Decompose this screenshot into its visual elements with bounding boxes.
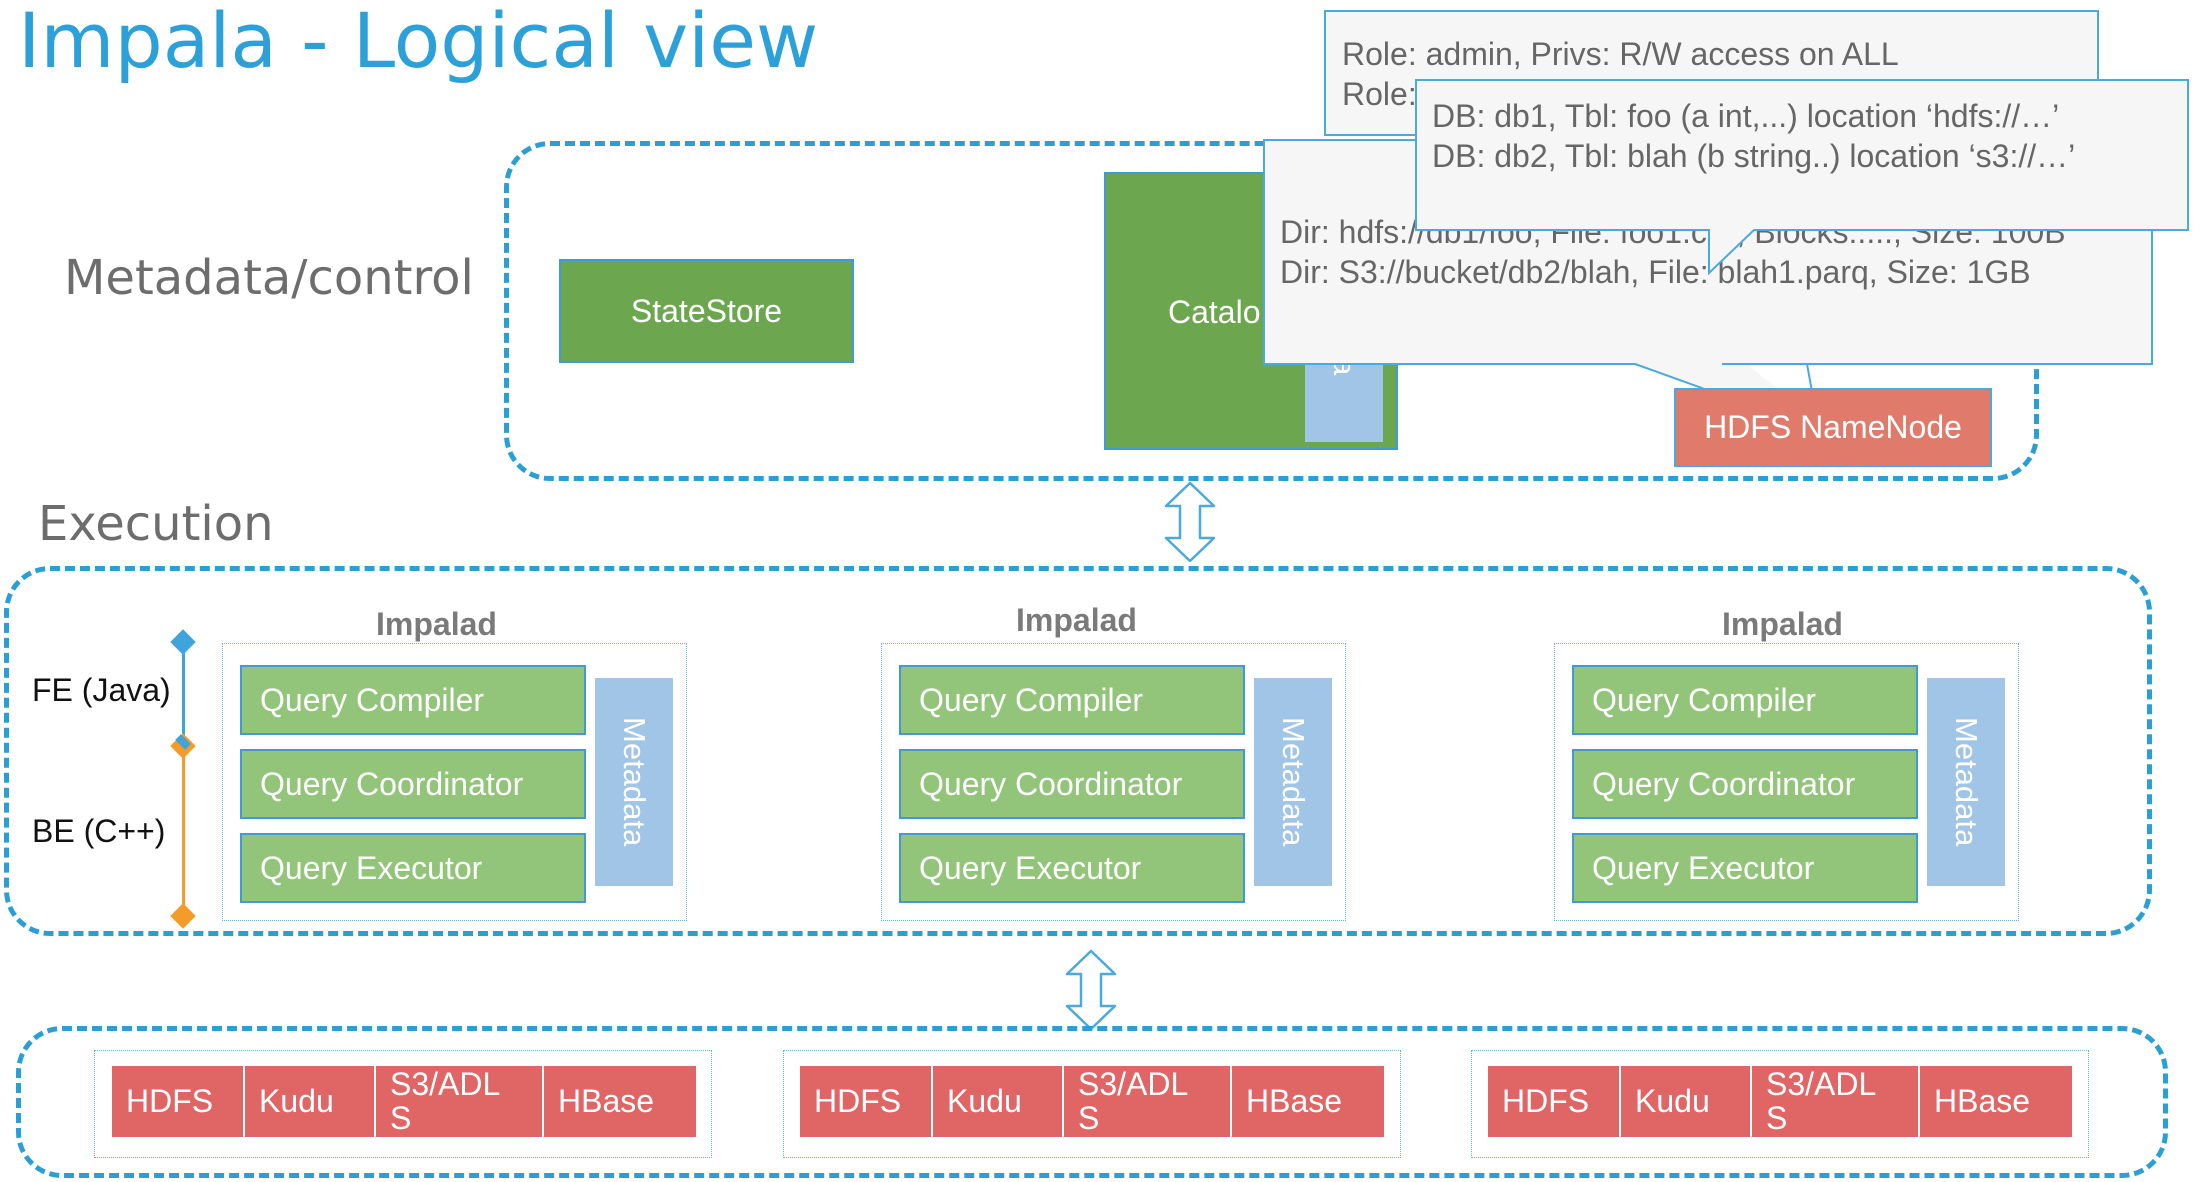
impalad-2-metadata-label: Metadata (1276, 717, 1311, 847)
storage-1-hdfs[interactable]: HDFS (112, 1066, 245, 1137)
impalad-2-query-coordinator-label: Query Coordinator (919, 765, 1183, 802)
hms-line-1: DB: db1, Tbl: foo (a int,...) location ‘… (1432, 98, 2060, 134)
impalad-1-query-coordinator-label: Query Coordinator (260, 765, 524, 802)
impalad-1-label: Impalad (376, 606, 497, 642)
hdfs-namenode-box[interactable]: HDFS NameNode (1674, 388, 1992, 467)
storage-3-hbase[interactable]: HBase (1920, 1066, 2072, 1137)
impalad-2-metadata: Metadata (1254, 678, 1332, 886)
storage-2-hdfs[interactable]: HDFS (800, 1066, 933, 1137)
storage-2-hdfs-label: HDFS (814, 1082, 902, 1119)
impalad-1-query-coordinator[interactable]: Query Coordinator (240, 749, 586, 819)
storage-2-kudu-label: Kudu (947, 1082, 1022, 1119)
sentry-line-2: Role: (1342, 76, 1417, 112)
storage-1-hbase[interactable]: HBase (544, 1066, 696, 1137)
storage-3-hdfs[interactable]: HDFS (1488, 1066, 1621, 1137)
statestore-box[interactable]: StateStore (559, 259, 854, 363)
impalad-1-query-executor-label: Query Executor (260, 849, 483, 886)
fe-java-label: FE (Java) (32, 672, 171, 708)
impalad-1-metadata: Metadata (595, 678, 673, 886)
impalad-1-query-executor[interactable]: Query Executor (240, 833, 586, 903)
impalad-3-query-executor-label: Query Executor (1592, 849, 1815, 886)
impalad-3-metadata: Metadata (1927, 678, 2005, 886)
storage-2-s3-adls-line-2: S (1078, 1099, 1100, 1136)
metadata-control-label: Metadata/control (64, 250, 474, 306)
storage-region (16, 1026, 2168, 1178)
impalad-3-query-compiler[interactable]: Query Compiler (1572, 665, 1918, 735)
impalad-3-query-executor[interactable]: Query Executor (1572, 833, 1918, 903)
impalad-2-query-compiler[interactable]: Query Compiler (899, 665, 1245, 735)
impalad-2-query-executor[interactable]: Query Executor (899, 833, 1245, 903)
be-cpp-label: BE (C++) (32, 813, 166, 849)
storage-1-s3-adls-line-1: S3/ADL (390, 1065, 501, 1102)
storage-1-kudu[interactable]: Kudu (245, 1066, 376, 1137)
storage-1-hdfs-label: HDFS (126, 1082, 214, 1119)
fe-indicator-line (182, 643, 185, 745)
storage-2-hbase[interactable]: HBase (1232, 1066, 1384, 1137)
impalad-2 (881, 643, 1346, 921)
be-indicator-line (182, 748, 185, 916)
impalad-1-metadata-label: Metadata (617, 717, 652, 847)
impalad-2-query-compiler-label: Query Compiler (919, 681, 1144, 718)
hdfs-namenode-label: HDFS NameNode (1704, 409, 1962, 445)
storage-group-1 (94, 1050, 712, 1158)
impalad-3-query-compiler-label: Query Compiler (1592, 681, 1817, 718)
page-title: Impala - Logical view (18, 0, 819, 85)
impalad-2-query-executor-label: Query Executor (919, 849, 1142, 886)
impalad-1-query-compiler-label: Query Compiler (260, 681, 485, 718)
storage-group-2 (783, 1050, 1401, 1158)
impalad-2-query-coordinator[interactable]: Query Coordinator (899, 749, 1245, 819)
statestore-label: StateStore (630, 292, 783, 329)
storage-1-s3-adls[interactable]: S3/ADL S (376, 1066, 544, 1137)
metadata-execution-arrow-icon (1164, 481, 1216, 563)
storage-1-s3-adls-line-2: S (390, 1099, 412, 1136)
impalad-3-metadata-label: Metadata (1949, 717, 1984, 847)
execution-region (4, 566, 2152, 936)
impalad-3-label: Impalad (1722, 606, 1843, 642)
storage-group-3 (1471, 1050, 2089, 1158)
storage-1-hbase-label: HBase (558, 1082, 655, 1119)
hms-callout (1415, 79, 2189, 276)
storage-3-hdfs-label: HDFS (1502, 1082, 1590, 1119)
execution-label: Execution (38, 496, 274, 552)
storage-3-s3-adls[interactable]: S3/ADL S (1752, 1066, 1920, 1137)
impalad-2-label: Impalad (1016, 602, 1137, 638)
hms-callout-text: DB: db1, Tbl: foo (a int,...) location ‘… (1416, 80, 2186, 230)
impalad-1-query-compiler[interactable]: Query Compiler (240, 665, 586, 735)
storage-3-s3-adls-line-2: S (1766, 1099, 1788, 1136)
impalad-3 (1554, 643, 2019, 921)
storage-3-kudu[interactable]: Kudu (1621, 1066, 1752, 1137)
storage-3-s3-adls-line-1: S3/ADL (1766, 1065, 1877, 1102)
execution-storage-arrow-icon (1065, 949, 1117, 1031)
storage-2-hbase-label: HBase (1246, 1082, 1343, 1119)
storage-3-kudu-label: Kudu (1635, 1082, 1710, 1119)
namenode-line-2: Dir: S3://bucket/db2/blah, File: blah1.p… (1280, 254, 2031, 290)
impalad-3-query-coordinator-label: Query Coordinator (1592, 765, 1856, 802)
impalad-3-query-coordinator[interactable]: Query Coordinator (1572, 749, 1918, 819)
storage-2-s3-adls[interactable]: S3/ADL S (1064, 1066, 1232, 1137)
hms-line-2: DB: db2, Tbl: blah (b string..) location… (1432, 138, 2076, 174)
storage-2-kudu[interactable]: Kudu (933, 1066, 1064, 1137)
storage-3-hbase-label: HBase (1934, 1082, 2031, 1119)
storage-1-kudu-label: Kudu (259, 1082, 334, 1119)
impalad-1 (222, 643, 687, 921)
storage-2-s3-adls-line-1: S3/ADL (1078, 1065, 1189, 1102)
sentry-line-1: Role: admin, Privs: R/W access on ALL (1342, 36, 1899, 72)
catalog-label: Catalo (1168, 294, 1261, 330)
